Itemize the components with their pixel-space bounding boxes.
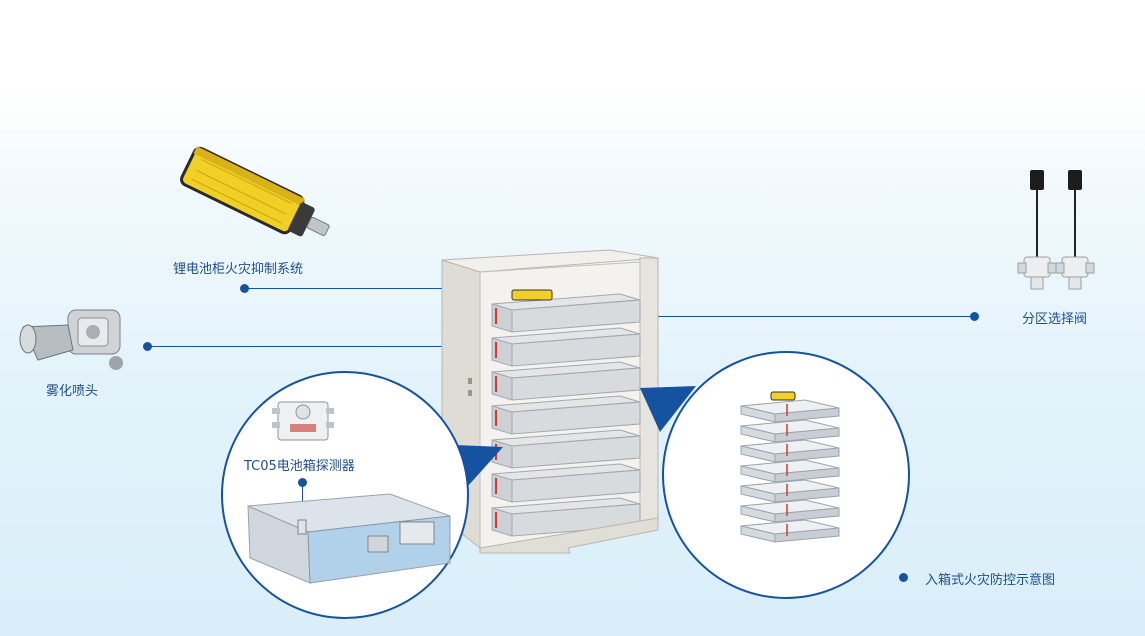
zone-valve-connector bbox=[505, 316, 973, 317]
stacked-tray bbox=[740, 459, 840, 483]
stacked-tray bbox=[740, 519, 840, 543]
detector-image bbox=[272, 401, 334, 441]
nozzle-label: 雾化喷头 bbox=[46, 384, 99, 399]
detector-label: TC05电池箱探测器 bbox=[244, 459, 355, 474]
stacked-tray bbox=[740, 439, 840, 463]
stacked-tray bbox=[740, 479, 840, 503]
suppression-system-dot bbox=[240, 284, 249, 293]
in-box-diagram-dot bbox=[899, 573, 908, 582]
battery-tray bbox=[491, 361, 641, 401]
zone-valve-dot bbox=[970, 312, 979, 321]
suppression-system-label: 锂电池柜火灾抑制系统 bbox=[173, 262, 304, 277]
battery-tray bbox=[491, 293, 641, 333]
in-box-diagram-label: 入箱式火灾防控示意图 bbox=[925, 573, 1056, 588]
pointer-right bbox=[640, 386, 696, 432]
nozzle-image bbox=[19, 309, 123, 370]
stacked-tray bbox=[740, 499, 840, 523]
battery-box-image bbox=[247, 493, 451, 584]
zone-valve-label: 分区选择阀 bbox=[1022, 312, 1088, 327]
detector-dot bbox=[298, 478, 307, 487]
nozzle-connector bbox=[148, 346, 495, 347]
suppression-device-image bbox=[180, 146, 330, 237]
nozzle-dot bbox=[143, 342, 152, 351]
suppression-system-connector bbox=[245, 288, 515, 289]
battery-tray bbox=[491, 395, 641, 435]
stacked-tray bbox=[740, 399, 840, 423]
battery-tray bbox=[491, 327, 641, 367]
stacked-tray bbox=[740, 419, 840, 443]
battery-tray bbox=[491, 463, 641, 503]
stacked-trays bbox=[740, 399, 840, 543]
battery-cabinet-image bbox=[441, 249, 659, 554]
stacked-trays-image bbox=[740, 391, 840, 543]
zone-valve-image bbox=[1017, 170, 1095, 290]
